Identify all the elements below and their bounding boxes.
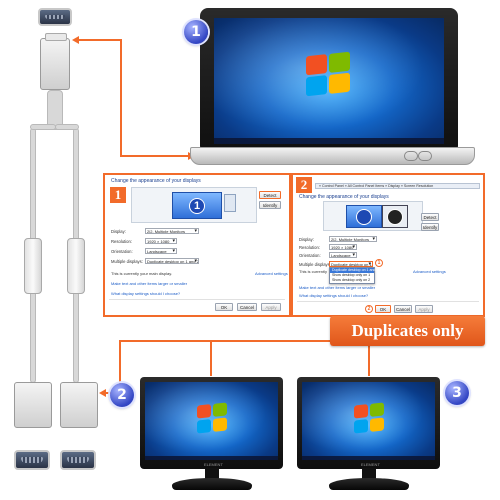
multiple-displays-label-1: Multiple displays: bbox=[111, 259, 143, 264]
cancel-button-1[interactable]: Cancel bbox=[237, 303, 257, 311]
identify-button-2[interactable]: Identify bbox=[421, 223, 439, 231]
monitor-right-stand bbox=[329, 478, 409, 490]
advanced-settings-link-1[interactable]: Advanced settings bbox=[255, 271, 288, 276]
text-size-link-1[interactable]: Make text and other items larger or smal… bbox=[111, 281, 188, 286]
display-select-1[interactable]: 2|2. Multiple Monitors bbox=[145, 228, 199, 234]
duplicates-only-banner: Duplicates only bbox=[330, 316, 485, 346]
display-preview-2: 3 bbox=[323, 201, 423, 231]
badge-monitor-left: 2 bbox=[110, 383, 134, 407]
dropdown-option-duplicate[interactable]: Duplicate desktop on 1 and 2 bbox=[330, 268, 379, 273]
vga-plug-top bbox=[40, 33, 70, 90]
resolution-select-1[interactable]: 1920 × 1080 bbox=[145, 238, 177, 244]
laptop-lid bbox=[200, 8, 458, 148]
which-settings-link-1[interactable]: What display settings should I choose? bbox=[111, 291, 181, 296]
address-bar-2[interactable]: « Control Panel » All Control Panel Item… bbox=[315, 183, 480, 189]
connector-top-v bbox=[120, 39, 122, 156]
monitor-right-brand: ELEMENT bbox=[361, 462, 380, 467]
orientation-label-2: Orientation: bbox=[299, 253, 321, 258]
badge-monitor-right: 3 bbox=[445, 381, 469, 405]
orientation-label-1: Orientation: bbox=[111, 249, 133, 254]
vga-port-top bbox=[38, 8, 72, 26]
display-label-1: Display: bbox=[111, 229, 126, 234]
settings-panel-2: 2 « Control Panel » All Control Panel It… bbox=[291, 173, 485, 317]
monitor-left-brand: ELEMENT bbox=[204, 462, 223, 467]
main-display-text-1: This is currently your main display. bbox=[111, 271, 173, 276]
identify-button-1[interactable]: Identify bbox=[259, 201, 281, 209]
monitor-tile-1[interactable]: 1 bbox=[172, 192, 222, 219]
settings-panel-1: 1 Change the appearance of your displays… bbox=[103, 173, 291, 317]
multiple-displays-label-2: Multiple displays: bbox=[299, 262, 331, 267]
panel-2-title: Change the appearance of your displays bbox=[299, 194, 389, 200]
step-number-2: 2 bbox=[296, 177, 312, 193]
apply-button-2[interactable]: Apply bbox=[415, 305, 433, 313]
connector-bottom-arrow bbox=[99, 389, 106, 397]
dropdown-option-only-1[interactable]: Show desktop only on 1 bbox=[332, 273, 371, 277]
callout-circle-1: 1 bbox=[375, 259, 383, 267]
windows-logo-icon bbox=[197, 402, 227, 434]
monitor-left-bezel: ELEMENT bbox=[140, 377, 283, 469]
panel-1-title: Change the appearance of your displays bbox=[111, 178, 201, 184]
resolution-label-1: Resolution: bbox=[111, 239, 132, 244]
connector-top-arrow bbox=[72, 36, 79, 44]
dropdown-option-only-2[interactable]: Show desktop only on 2 bbox=[332, 278, 371, 282]
vga-port-bottom-left bbox=[14, 450, 50, 470]
cable-branch-right-join bbox=[55, 124, 79, 130]
ok-button-1[interactable]: OK bbox=[215, 303, 233, 311]
display-preview-1: 1 bbox=[131, 187, 257, 223]
monitor-tile-3[interactable]: 3 bbox=[382, 205, 408, 228]
step-number-1: 1 bbox=[110, 187, 126, 203]
monitor-tile-2[interactable] bbox=[346, 205, 382, 228]
monitor-right-bezel: ELEMENT bbox=[297, 377, 440, 469]
monitor-left-screen bbox=[145, 382, 278, 460]
which-settings-link-2[interactable]: What display settings should I choose? bbox=[299, 293, 369, 298]
cable-splitter bbox=[47, 90, 63, 130]
badge-laptop: 1 bbox=[184, 20, 208, 44]
detect-button-2[interactable]: Detect bbox=[421, 213, 439, 221]
vga-plug-bottom-left bbox=[14, 382, 52, 428]
cancel-button-2[interactable]: Cancel bbox=[394, 305, 412, 313]
detect-button-1[interactable]: Detect bbox=[259, 191, 281, 199]
ferrite-left bbox=[24, 238, 42, 294]
connector-bottom-top bbox=[119, 340, 424, 342]
ferrite-right bbox=[67, 238, 85, 294]
apply-button-1[interactable]: Apply bbox=[261, 303, 281, 311]
connector-mon-left bbox=[210, 340, 212, 376]
monitor-left-stand bbox=[172, 478, 252, 490]
connector-mon-right bbox=[368, 340, 370, 376]
vga-plug-bottom-right bbox=[60, 382, 98, 428]
orientation-select-2[interactable]: Landscape bbox=[329, 252, 357, 258]
orientation-select-1[interactable]: Landscape bbox=[145, 248, 177, 254]
connector-top-h2 bbox=[120, 155, 190, 157]
cable-branch-left-join bbox=[30, 124, 56, 130]
text-size-link-2[interactable]: Make text and other items larger or smal… bbox=[299, 285, 376, 290]
monitor-right-screen bbox=[302, 382, 435, 460]
ok-button-2[interactable]: OK bbox=[375, 305, 391, 313]
display-label-2: Display: bbox=[299, 237, 314, 242]
multiple-displays-select-2[interactable]: Duplicate desktop on 1 and 2 bbox=[329, 261, 373, 267]
laptop-base bbox=[190, 147, 475, 165]
multiple-displays-select-1[interactable]: Duplicate desktop on 1 and 2 bbox=[145, 258, 199, 264]
main-display-text-2: This is currently your main display. bbox=[299, 269, 327, 274]
callout-circle-2: 2 bbox=[365, 305, 373, 313]
resolution-label-2: Resolution: bbox=[299, 245, 320, 250]
laptop-screen bbox=[214, 18, 444, 144]
multiple-displays-dropdown[interactable]: Duplicate desktop on 1 and 2 Show deskto… bbox=[329, 267, 379, 284]
connector-bottom-v bbox=[119, 340, 121, 393]
advanced-settings-link-2[interactable]: Advanced settings bbox=[413, 269, 446, 274]
display-select-2[interactable]: 2|2. Multiple Monitors bbox=[329, 236, 377, 242]
monitor-tile-2-mini bbox=[224, 194, 236, 212]
windows-logo-icon bbox=[306, 51, 350, 97]
vga-port-bottom-right bbox=[60, 450, 96, 470]
windows-logo-icon bbox=[354, 402, 384, 434]
resolution-select-2[interactable]: 1920 × 1080 bbox=[329, 244, 357, 250]
connector-top-h bbox=[78, 39, 120, 41]
